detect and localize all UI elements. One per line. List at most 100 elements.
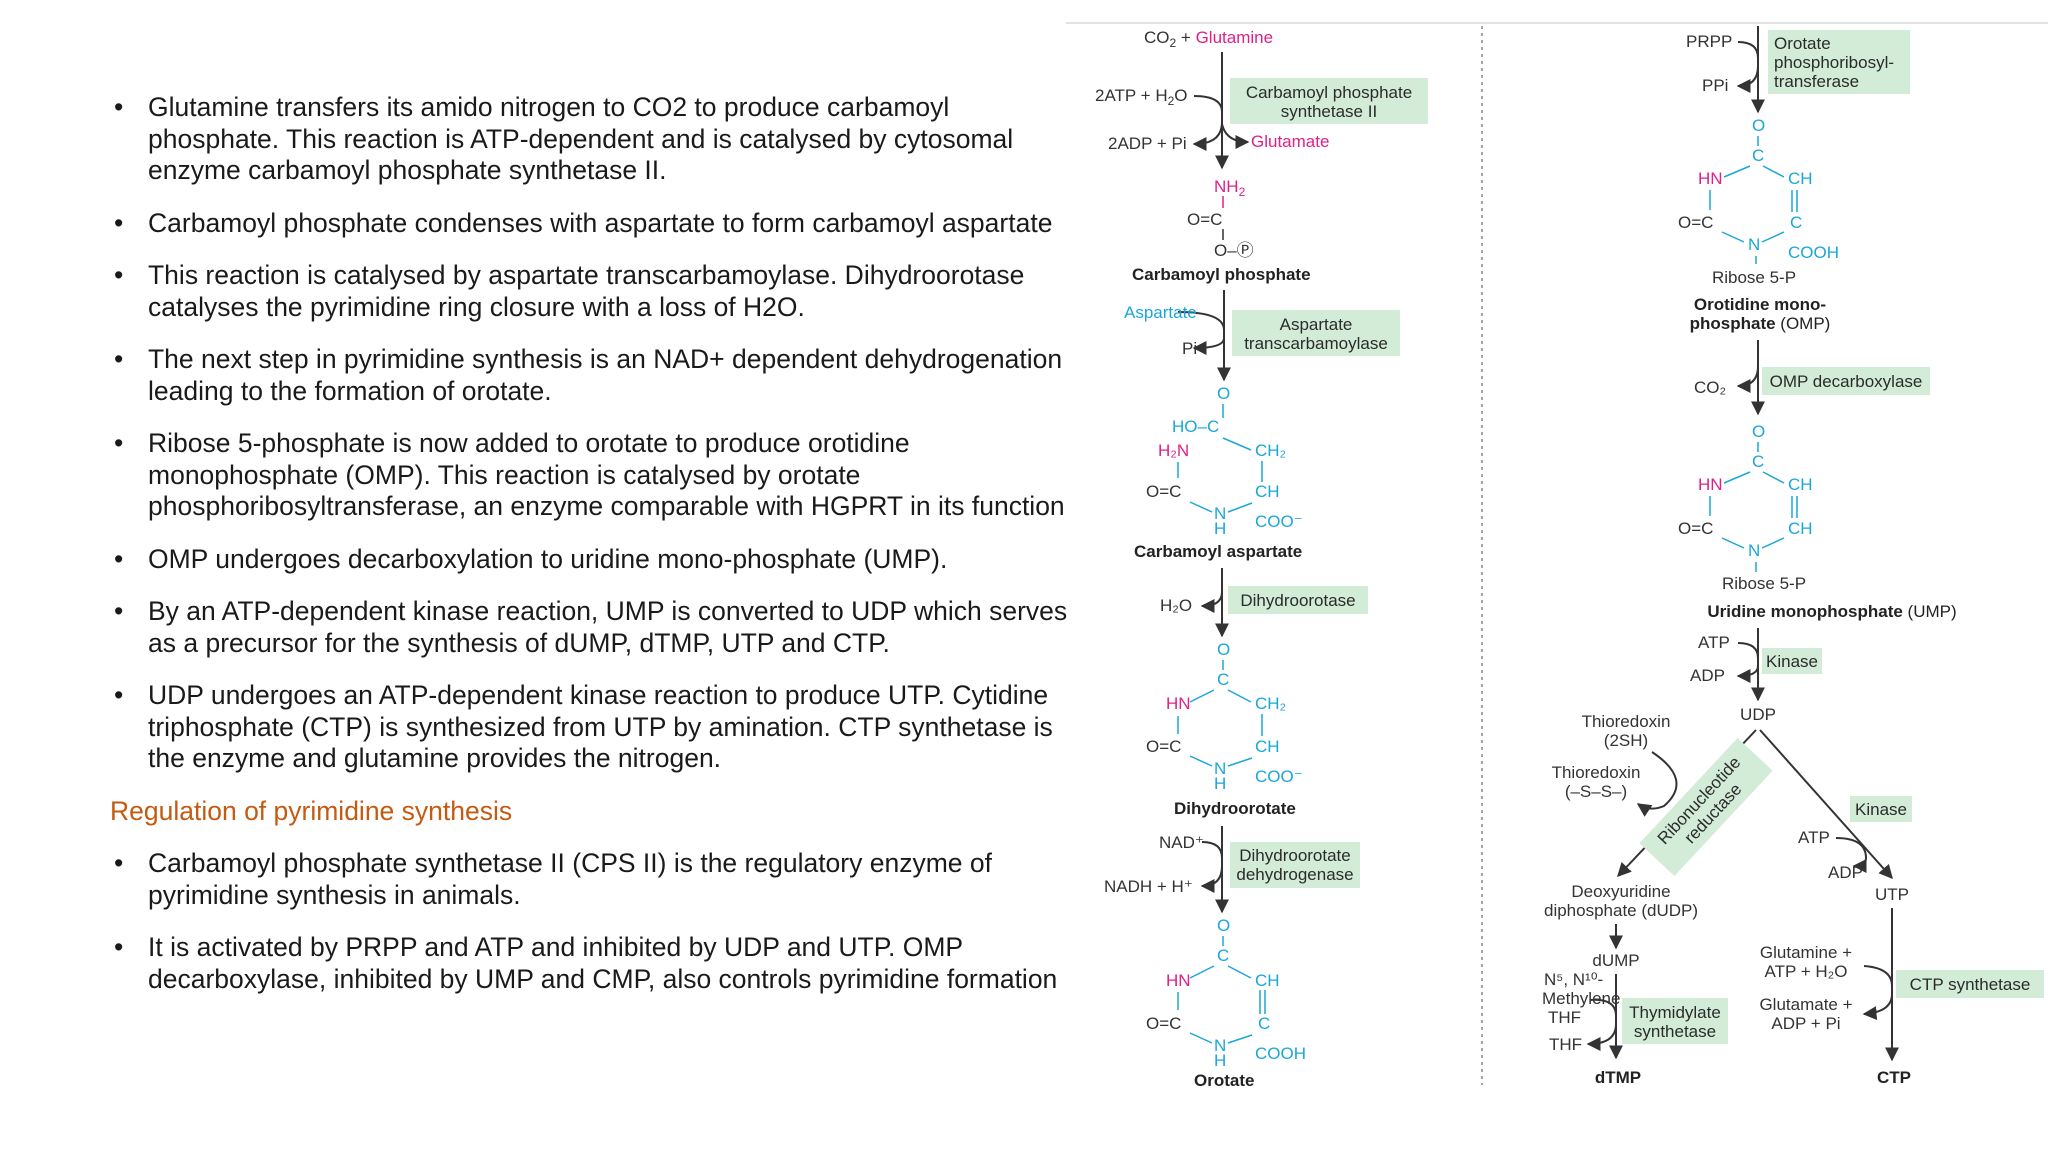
cofactor-in-arrow xyxy=(1863,965,1893,987)
atom-label: CH₂ xyxy=(1255,441,1286,460)
glutamate-label: Glutamate + xyxy=(1759,995,1852,1014)
enzyme-label: dehydrogenase xyxy=(1236,865,1353,884)
dudp-label: diphosphate (dUDP) xyxy=(1544,901,1698,920)
atom-label: C xyxy=(1752,146,1764,165)
section-heading: Regulation of pyrimidine synthesis xyxy=(110,795,513,826)
bullet-glyph: • xyxy=(114,207,124,238)
atom-label: CH xyxy=(1788,169,1813,188)
cofactor-in-arrow xyxy=(1737,41,1759,59)
bullet-item: • By an ATP-dependent kinase reaction, UM… xyxy=(110,596,1070,659)
bullet-item: •Ribose 5-phosphate is now added to orot… xyxy=(110,428,1070,523)
pyrimidine-pathway-diagram: CO2 + Glutamine 2ATP + H2O 2ADP + Pi Glu… xyxy=(1066,22,2048,1090)
enzyme-box xyxy=(1762,367,1930,395)
atom-label: CH₂ xyxy=(1255,694,1286,713)
product-label: Orotate xyxy=(1194,1071,1254,1090)
thioredoxin-label: Thioredoxin xyxy=(1582,712,1671,731)
product-label: Uridine monophosphate (UMP) xyxy=(1707,602,1956,621)
bullet-glyph: • xyxy=(114,596,124,626)
utp-label: UTP xyxy=(1875,885,1909,904)
atom-label: COOH xyxy=(1788,243,1839,262)
thioredoxin-arrow xyxy=(1636,751,1678,817)
atom-label: NH2 xyxy=(1214,177,1246,199)
atp-label: ATP xyxy=(1698,633,1730,652)
enzyme-box xyxy=(1768,30,1910,94)
bullet-text: OMP undergoes decarboxylation to uridine… xyxy=(148,543,948,574)
bullet-glyph: • xyxy=(114,848,124,878)
enzyme-label: synthetase II xyxy=(1281,102,1377,121)
atom-label: O xyxy=(1217,640,1230,659)
cofactor-in-arrow xyxy=(1737,642,1759,659)
step1-inputs: 2ATP + H2O xyxy=(1095,86,1188,108)
product-label: Orotidine mono- xyxy=(1694,295,1826,314)
bullet-glyph: • xyxy=(114,932,124,962)
ring-bonds xyxy=(1177,404,1263,513)
bullet-item: •OMP undergoes decarboxylation to uridin… xyxy=(110,544,1070,576)
atom-label: HN xyxy=(1166,971,1191,990)
dudp-label: Deoxyuridine xyxy=(1571,882,1670,901)
cofactor-in-arrow xyxy=(1589,998,1617,1017)
enzyme-label: Dihydroorotate xyxy=(1239,846,1351,865)
atom-label: Ribose 5-P xyxy=(1712,268,1796,287)
enzyme-box xyxy=(1230,78,1428,124)
bullet-text: By an ATP-dependent kinase reaction, UMP… xyxy=(148,596,1068,658)
prpp-label: PRPP xyxy=(1686,32,1732,51)
bullet-item: • The next step in pyrimidine synthesis i… xyxy=(110,344,1070,407)
atom-label: O xyxy=(1752,422,1765,441)
cofactor-in-arrow xyxy=(1177,311,1225,331)
bullet-glyph: • xyxy=(114,260,124,290)
bullet-text: UDP undergoes an ATP-dependent kinase re… xyxy=(148,680,1053,773)
dump-label: dUMP xyxy=(1592,951,1639,970)
enzyme-label: Thymidylate xyxy=(1629,1003,1721,1022)
enzyme-label: Kinase xyxy=(1855,800,1907,819)
step2-outputs: Pi xyxy=(1182,339,1197,358)
atom-label: C xyxy=(1258,1014,1270,1033)
bullet-text: The next step in pyrimidine synthesis is… xyxy=(148,344,1063,406)
nad-label: NAD⁺ xyxy=(1159,833,1204,852)
atom-label: O=C xyxy=(1678,519,1713,538)
atom-label: COO⁻ xyxy=(1255,767,1303,786)
atom-label: H₂N xyxy=(1158,441,1189,460)
bullet-item: •Carbamoyl phosphate synthetase II (CPS … xyxy=(110,848,1070,911)
enzyme-label: Carbamoyl phosphate xyxy=(1246,83,1412,102)
enzyme-box xyxy=(1622,998,1728,1044)
bullet-glyph: • xyxy=(114,92,124,122)
product-label: phosphate (OMP) xyxy=(1690,314,1831,333)
cofactor-out-arrow xyxy=(1200,591,1223,613)
atom-label: CH xyxy=(1255,971,1280,990)
bullet-glyph: • xyxy=(114,344,124,374)
glutamate-label: Glutamate xyxy=(1251,132,1329,151)
cofactor-out-arrow xyxy=(1192,337,1225,355)
glutamate-arrow xyxy=(1221,123,1250,149)
enzyme-box xyxy=(1896,970,2044,998)
enzyme-label: transcarbamoylase xyxy=(1244,334,1388,353)
thioredoxin-label: Thioredoxin xyxy=(1552,763,1641,782)
ring-bonds xyxy=(1177,660,1263,767)
enzyme-label: phosphoribosyl- xyxy=(1774,53,1894,72)
atom-label: HN xyxy=(1166,694,1191,713)
atom-label: O=C xyxy=(1146,1014,1181,1033)
atom-label: CH xyxy=(1788,475,1813,494)
branch-arrow-right xyxy=(1759,729,1893,880)
ring-bonds xyxy=(1709,136,1798,264)
cofactor-out-arrow xyxy=(1862,993,1893,1021)
enzyme-label: synthetase xyxy=(1634,1022,1716,1041)
atom-label: C xyxy=(1752,452,1764,471)
bullet-text: Carbamoyl phosphate condenses with aspar… xyxy=(148,207,1053,238)
adp-label: ADP xyxy=(1690,666,1725,685)
ppi-label: PPi xyxy=(1702,76,1728,95)
aspartate-label: Aspartate xyxy=(1124,303,1197,322)
atom-label: COOH xyxy=(1255,1044,1306,1063)
product-label: dTMP xyxy=(1595,1068,1641,1087)
cofactor-in-arrow xyxy=(1201,841,1223,859)
kinase-cofactor-arrow xyxy=(1835,837,1868,873)
atom-label: O=C xyxy=(1187,210,1222,229)
nadh-label: NADH + H⁺ xyxy=(1104,877,1193,896)
bullet-item: •UDP undergoes an ATP-dependent kinase r… xyxy=(110,680,1070,775)
bullet-text: Ribose 5-phosphate is now added to orota… xyxy=(148,428,1065,521)
atom-label: O xyxy=(1752,116,1765,135)
product-label: Carbamoyl aspartate xyxy=(1134,542,1302,561)
thioredoxin-label: (2SH) xyxy=(1604,731,1648,750)
enzyme-box xyxy=(1850,796,1912,822)
enzyme-box xyxy=(1762,648,1822,674)
atom-label: C xyxy=(1790,213,1802,232)
